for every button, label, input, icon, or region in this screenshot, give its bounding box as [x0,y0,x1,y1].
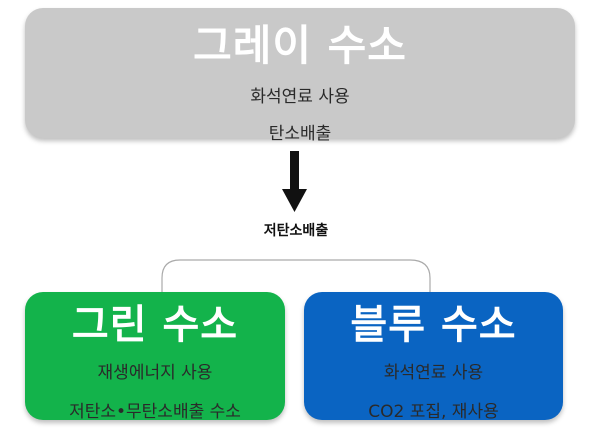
connector-label: 저탄소배출 [263,223,329,239]
blue-line-1: 화석연료 사용 [383,363,484,383]
green-hydrogen-box: 그린 수소 재생에너지 사용 저탄소•무탄소배출 수소 [25,292,285,422]
blue-hydrogen-box: 블루 수소 화석연료 사용 CO2 포집, 재사용 [304,292,563,422]
down-arrow-icon [282,151,307,212]
green-line-1: 재생에너지 사용 [97,363,213,383]
green-hydrogen-title: 그린 수소 [71,302,239,348]
gray-line-1: 화석연료 사용 [250,87,350,107]
gray-hydrogen-box: 그레이 수소 화석연료 사용 탄소배출 [25,8,575,144]
gray-hydrogen-title: 그레이 수소 [193,21,407,70]
blue-line-2: CO2 포집, 재사용 [368,402,499,422]
green-line-2: 저탄소•무탄소배출 수소 [69,402,241,422]
gray-line-2: 탄소배출 [268,124,332,144]
branch-bracket [161,259,431,292]
blue-hydrogen-title: 블루 수소 [350,302,517,348]
